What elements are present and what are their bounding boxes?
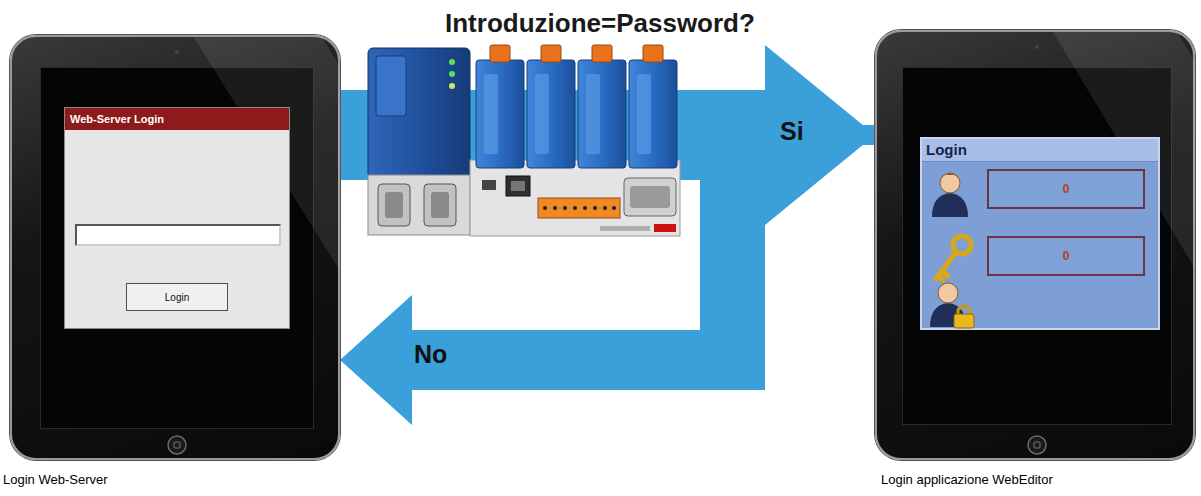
plc-device [368,45,680,236]
input-field: 0 [987,236,1145,276]
home-button [1028,436,1046,454]
device-caption: Login Web-Server [3,472,329,487]
field-value: 0 [1063,182,1070,196]
edge-label: No [414,340,447,369]
input-field: 0 [987,169,1145,209]
home-button-mark [174,442,180,448]
field-value: 0 [1063,249,1070,263]
login-dialog: Web-Server LoginLogin [64,107,290,329]
login-button: Login [126,283,228,311]
device-caption: Login applicazione WebEditor [881,472,1197,487]
password-input [75,224,281,246]
user-lock-icon [954,314,974,328]
user-icon [940,173,960,193]
user-icon [932,193,968,217]
edge-label-holder: No [414,340,447,369]
edge-label-holder: Si [780,117,804,146]
button-label: Login [165,292,189,303]
camera [1035,45,1039,49]
home-button [168,436,186,454]
panel-icons [922,139,984,332]
user-icon [940,174,960,181]
dialog-header: Web-Server Login [65,108,289,130]
camera [175,50,179,54]
tablet-device: Login Web-ServerWeb-Server LoginLogin [10,35,340,460]
key-icon [936,252,956,280]
diagram-title: Introduzione=Password? [445,8,755,39]
login-panel: Login 0 0 [920,137,1160,330]
home-button-mark [1034,442,1040,448]
title-holder: Introduzione=Password? [445,8,755,39]
user-lock-icon [938,283,958,303]
edge-label: Si [780,117,804,146]
panel-header: Login [922,139,1158,162]
tablet-device: Login applicazione WebEditorLogin00 [875,30,1195,460]
